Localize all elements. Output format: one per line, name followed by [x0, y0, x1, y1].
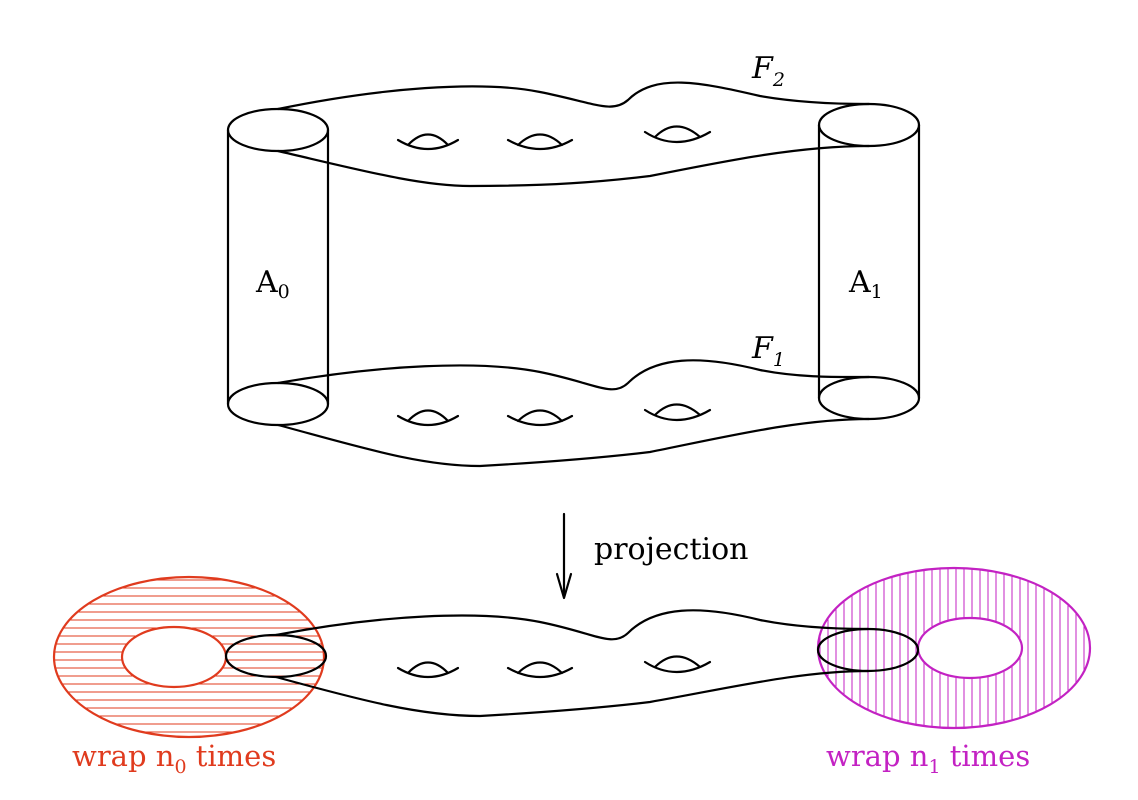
cylinder-a1-top-ellipse — [817, 102, 921, 148]
left-torus: (function(){ var g = document.currentScr… — [52, 575, 326, 739]
handle-6 — [643, 403, 712, 421]
label-projection: projection — [594, 532, 749, 567]
cylinder-a0-top-ellipse — [226, 107, 330, 153]
projected-bottom-edge — [274, 669, 870, 718]
caption-wrap-right: wrap n1 times — [826, 739, 1030, 778]
arrow-head — [555, 572, 573, 600]
surface-f2-top-edge — [276, 81, 871, 111]
label-f2: F2 — [751, 51, 785, 91]
surface-f1 — [276, 359, 871, 468]
surface-f1-bottom-edge — [276, 417, 871, 468]
projection-arrow — [555, 512, 573, 600]
caption-wrap-left: wrap n0 times — [72, 739, 276, 778]
right-torus-inner — [916, 616, 1024, 680]
handle-7 — [396, 661, 460, 678]
handle-3 — [643, 125, 712, 143]
cylinder-a0-bottom-ellipse — [226, 381, 330, 427]
handle-9 — [643, 655, 712, 673]
surface-f2 — [276, 81, 871, 188]
projected-surface — [224, 609, 920, 718]
projected-top-edge — [274, 609, 870, 641]
label-a0: A0 — [255, 265, 290, 303]
label-f1: F1 — [751, 331, 785, 371]
handle-4 — [396, 409, 460, 426]
handle-5 — [506, 409, 574, 426]
left-torus-inner — [120, 625, 228, 689]
projected-left-boundary — [224, 633, 328, 679]
surface-f2-bottom-edge — [276, 144, 871, 188]
handle-8 — [506, 661, 574, 678]
handle-2 — [506, 133, 574, 150]
label-a1: A1 — [848, 265, 883, 303]
right-torus: (function(){ var g = document.currentScr… — [816, 566, 1092, 730]
surface-f1-top-edge — [276, 359, 871, 391]
cylinder-a1 — [817, 102, 921, 421]
left-torus-outer — [52, 575, 326, 739]
cylinder-a1-bottom-ellipse — [817, 375, 921, 421]
handle-1 — [396, 133, 460, 150]
